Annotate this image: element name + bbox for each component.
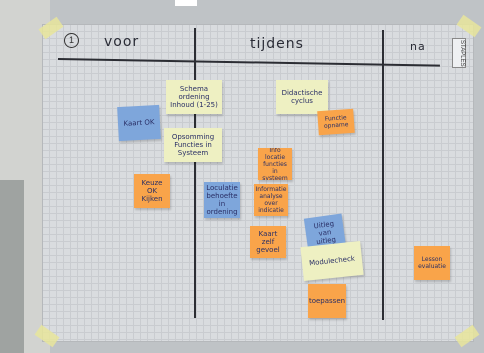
heading-after: na <box>410 40 426 53</box>
sticky-note-loculatie: Loculatie behoefte in ordening <box>204 182 240 218</box>
sticky-note-informatie-analyse: Informatie analyse over indicatie <box>254 184 288 216</box>
sticky-note-lesson-evaluatie: Lesson evaluatie <box>414 246 450 280</box>
whiteboard-grid-sheet <box>42 24 474 342</box>
sticky-note-info-locatie: Info locatie functies in systeem <box>258 148 292 180</box>
ceiling-gap <box>175 0 197 6</box>
wall-shadow <box>0 180 24 353</box>
sticky-note-schema: Schema ordening Inhoud (1-25) <box>166 80 222 114</box>
column-number: 1 <box>64 33 79 48</box>
sticky-note-functie-opname: Functie opname <box>317 108 355 136</box>
divider-during-after <box>382 30 384 320</box>
sticky-note-kaart: Kaart OK <box>117 104 161 142</box>
sticky-note-didactische-cyclus: Didactische cyclus <box>276 80 328 114</box>
brand-label: STAPLES <box>452 38 466 68</box>
divider-before-during <box>194 28 196 318</box>
sticky-note-keuze: Keuze OK Kijken <box>134 174 170 208</box>
heading-during: tijdens <box>250 36 304 52</box>
heading-before: voor <box>104 34 140 50</box>
sticky-note-opsomming: Opsomming Functies in Systeem <box>164 128 222 162</box>
sticky-note-toepassen: toepassen <box>308 284 346 318</box>
sticky-note-modulecheck: Modulecheck <box>300 240 364 282</box>
sticky-note-kaart-zelf: Kaart zelf gevoel <box>250 226 286 258</box>
